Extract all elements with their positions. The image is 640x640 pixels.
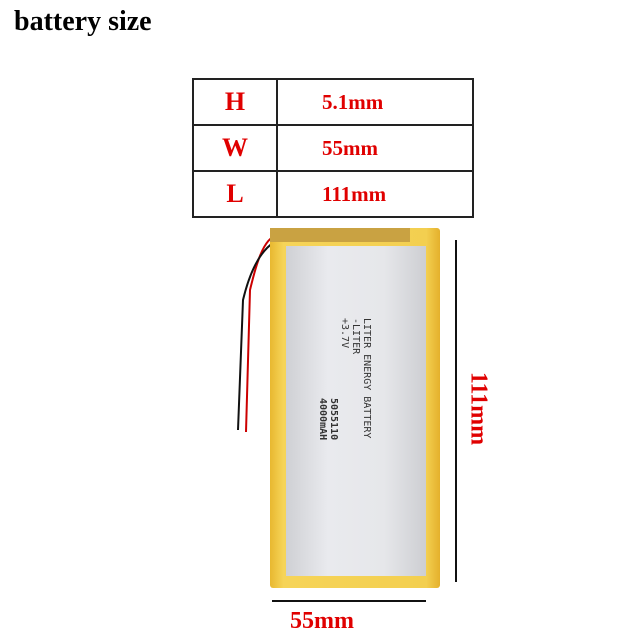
battery-label-text: LITER ENERGY BATTERY -LITER +3.7V 505511…: [317, 318, 372, 440]
length-label: 111mm: [465, 371, 492, 446]
width-dimension-line: [272, 600, 426, 602]
page-title: battery size: [14, 6, 152, 37]
battery-brand: LITER ENERGY BATTERY: [361, 318, 372, 439]
dimension-value: 111mm: [276, 170, 474, 218]
dimension-key: L: [192, 170, 278, 218]
dimension-value: 55mm: [276, 124, 474, 172]
battery-voltage: +3.7V: [339, 318, 350, 349]
dimension-key: W: [192, 124, 278, 172]
dimension-value: 5.1mm: [276, 78, 474, 126]
battery-model: 5055110: [328, 398, 339, 441]
battery-protection-board: [270, 228, 410, 242]
width-label: 55mm: [290, 608, 354, 634]
battery-capacity: 4000mAH: [317, 398, 328, 441]
battery-sub: -LITER: [350, 318, 361, 355]
battery-label: [286, 246, 426, 576]
dimension-key: H: [192, 78, 278, 126]
length-dimension-line: [455, 240, 457, 582]
